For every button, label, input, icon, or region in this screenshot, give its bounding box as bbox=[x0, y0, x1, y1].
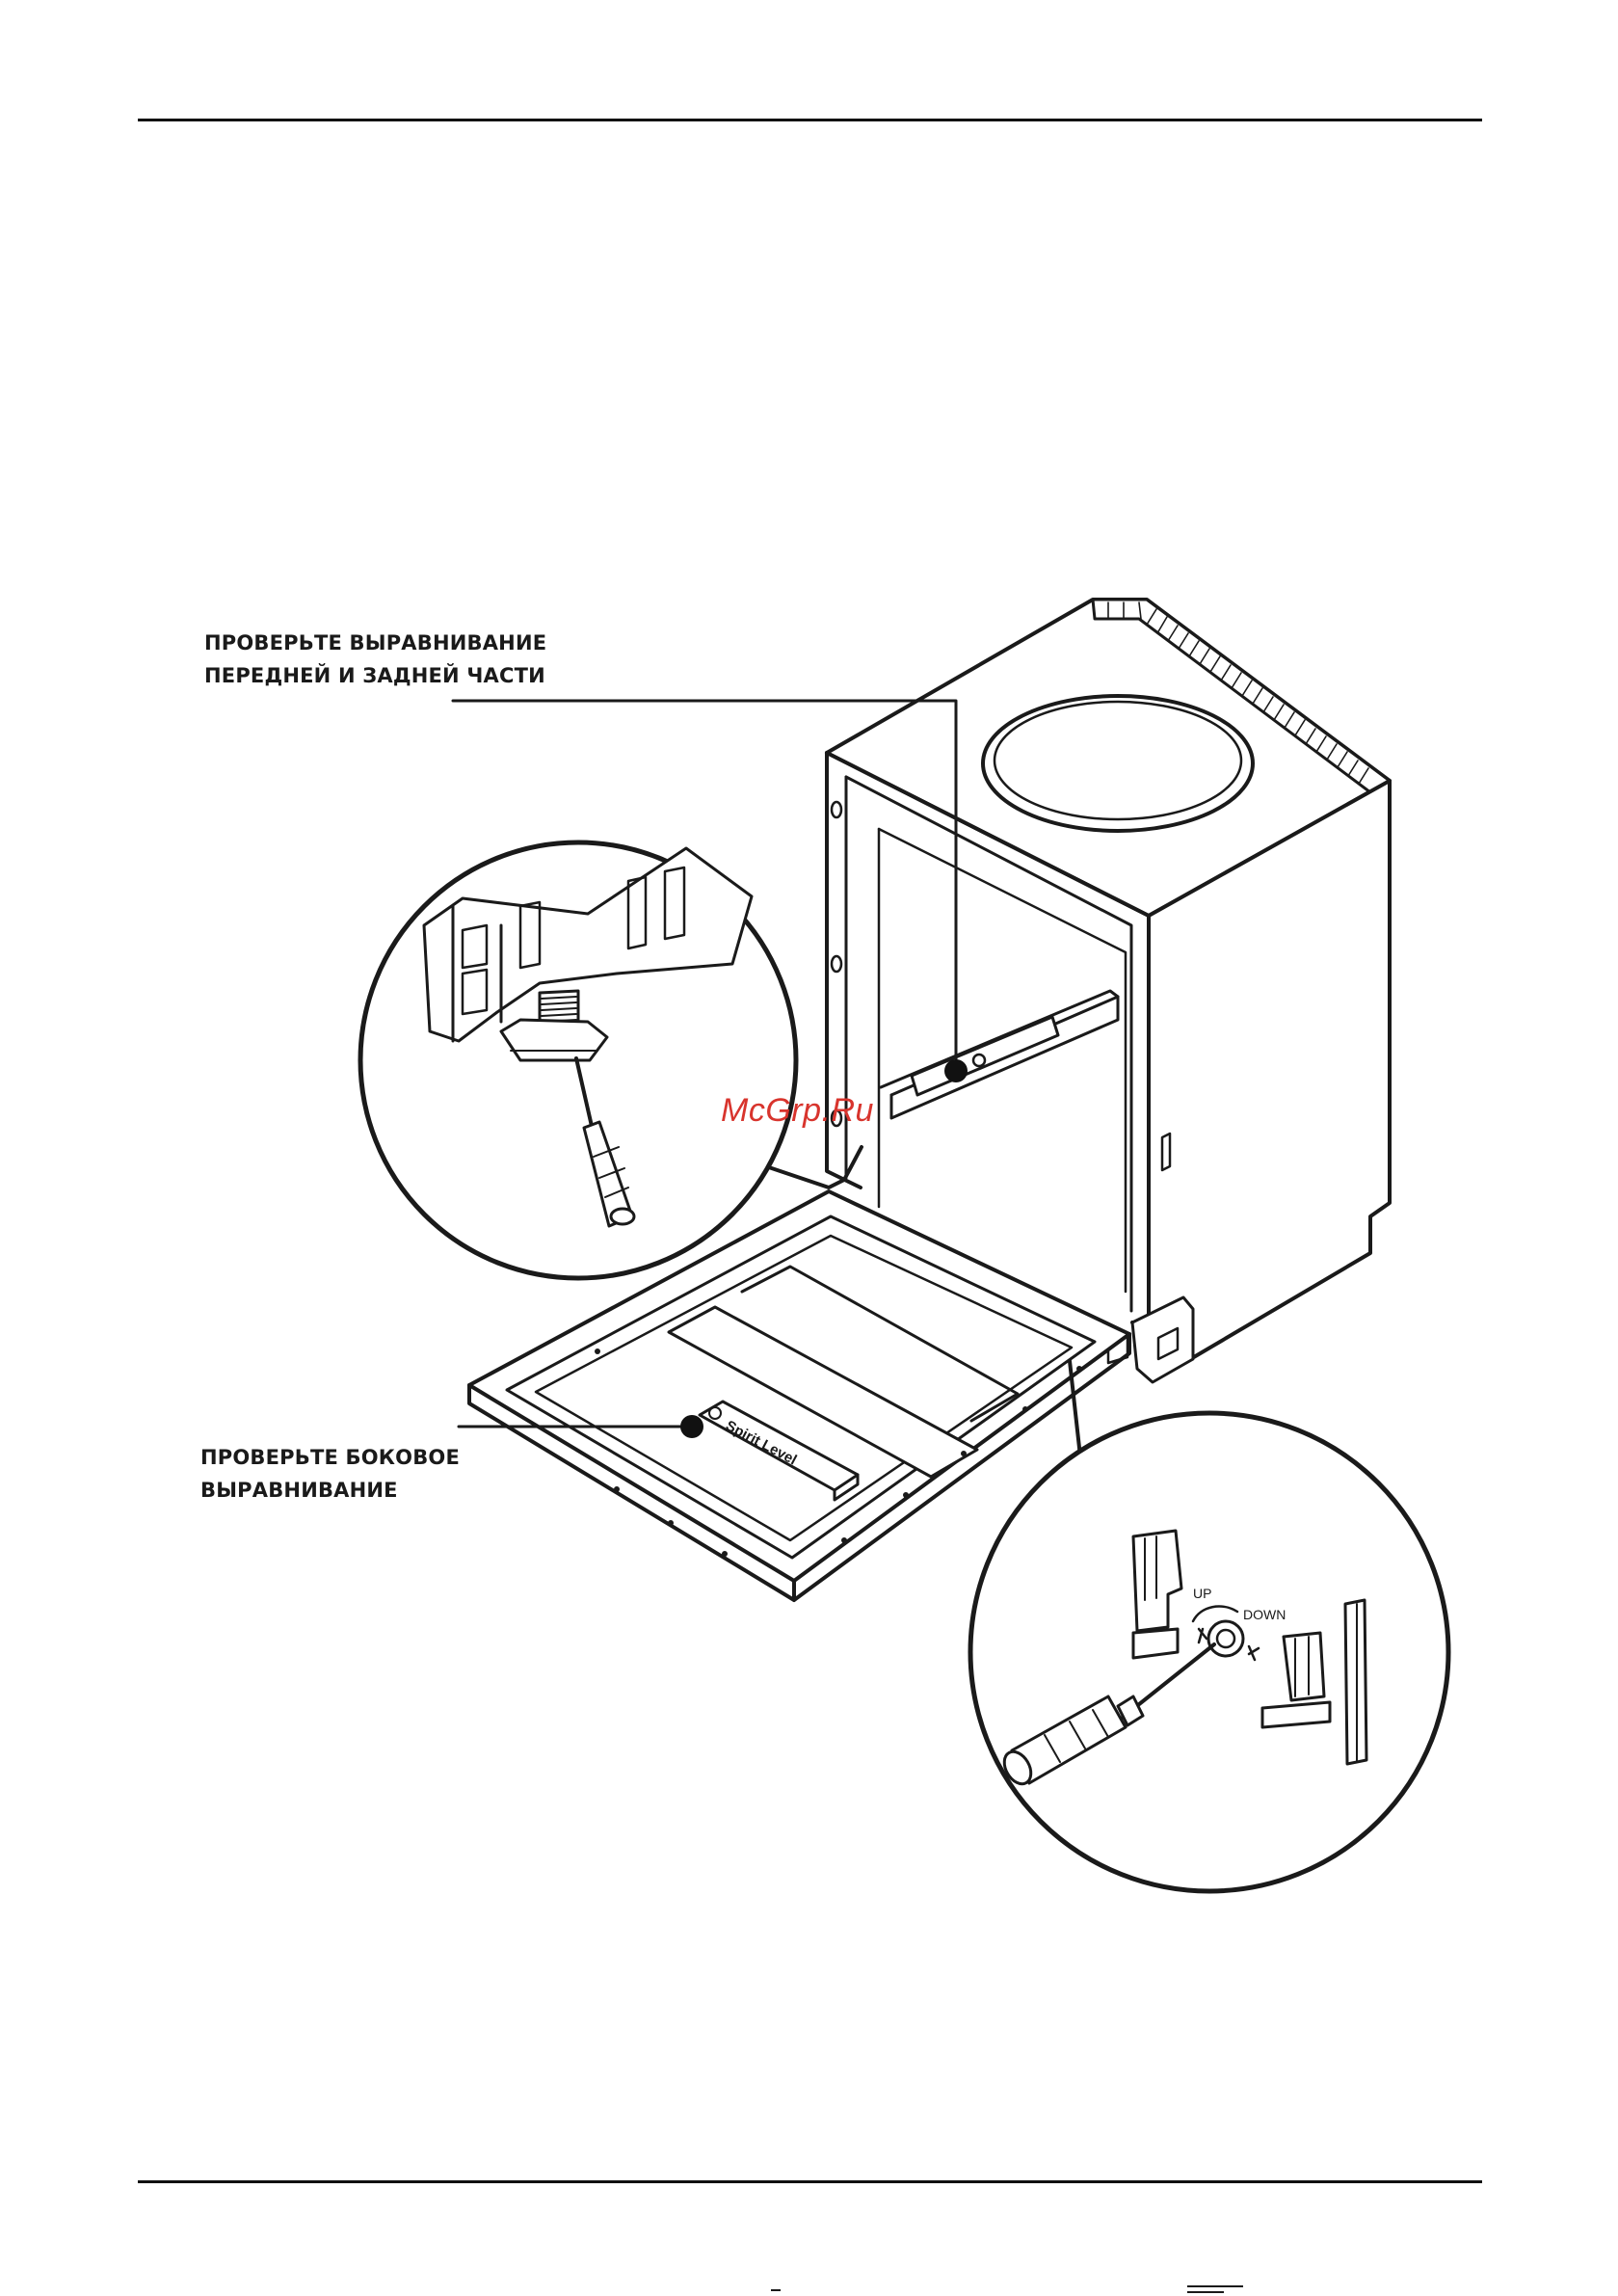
callout-front-back-leveling: ПРОВЕРЬТЕ ВЫРАВНИВАНИЕ ПЕРЕДНЕЙ И ЗАДНЕЙ… bbox=[204, 627, 546, 692]
footer-rule bbox=[138, 2180, 1482, 2183]
zoom-detail-front-adjuster bbox=[970, 1361, 1448, 1891]
callout-front-back-line2: ПЕРЕДНЕЙ И ЗАДНЕЙ ЧАСТИ bbox=[204, 659, 546, 692]
footer-scan-marks bbox=[771, 2286, 1243, 2292]
adjust-up-label: UP bbox=[1193, 1586, 1211, 1601]
callout-side-line1: ПРОВЕРЬТЕ БОКОВОЕ bbox=[200, 1441, 460, 1474]
adjust-down-label: DOWN bbox=[1243, 1607, 1286, 1622]
watermark: McGrp.Ru bbox=[721, 1092, 874, 1130]
callout-front-back-line1: ПРОВЕРЬТЕ ВЫРАВНИВАНИЕ bbox=[204, 627, 546, 659]
callout-side-line2: ВЫРАВНИВАНИЕ bbox=[200, 1474, 460, 1507]
callout-side-leveling: ПРОВЕРЬТЕ БОКОВОЕ ВЫРАВНИВАНИЕ bbox=[200, 1441, 460, 1507]
